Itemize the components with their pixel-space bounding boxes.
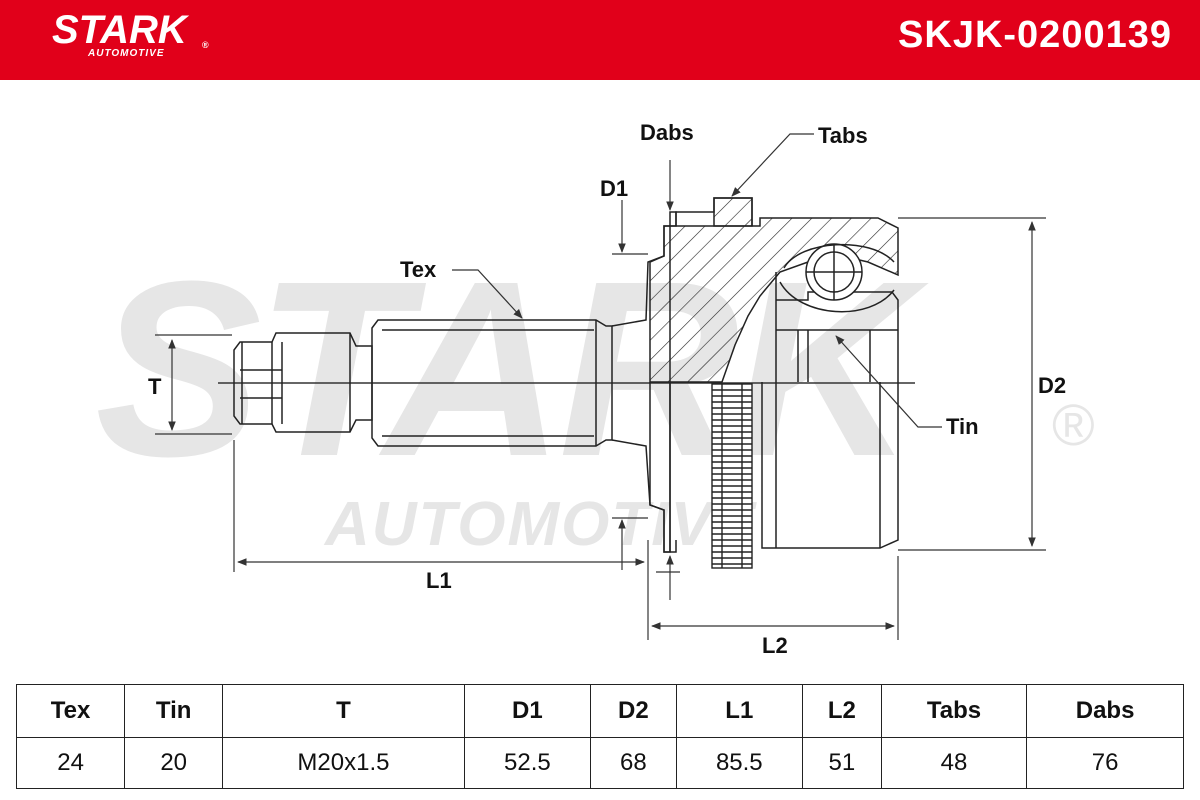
specs-header-cell: D1	[463, 684, 592, 738]
specs-value-cell: 20	[124, 737, 224, 789]
label-t: T	[148, 374, 162, 399]
abs-tone-ring	[711, 383, 753, 569]
label-tabs: Tabs	[818, 123, 868, 148]
specs-header-cell: Tex	[15, 684, 126, 738]
shaft-tip	[233, 332, 373, 433]
specs-header-cell: L1	[675, 684, 803, 738]
specs-value-cell: 51	[801, 737, 882, 789]
specs-header-cell: Tin	[124, 684, 224, 738]
specs-header-row: Tex Tin T D1 D2 L1 L2 Tabs Dabs	[15, 684, 1184, 738]
specs-header-cell: T	[222, 684, 465, 738]
specs-value-cell: 48	[880, 737, 1028, 789]
specs-value-cell: 24	[15, 737, 126, 789]
specs-header-cell: Dabs	[1026, 684, 1184, 738]
header-bar: STARK ® AUTOMOTIVE SKJK-0200139	[0, 0, 1200, 80]
label-l2: L2	[762, 633, 788, 658]
specs-header-cell: Tabs	[880, 684, 1028, 738]
abs-ring-section	[713, 197, 753, 227]
label-d2: D2	[1038, 373, 1066, 398]
label-tin: Tin	[946, 414, 979, 439]
brand-name: STARK	[52, 8, 187, 52]
label-l1: L1	[426, 568, 452, 593]
brand-subtitle: AUTOMOTIVE	[88, 48, 165, 59]
label-dabs: Dabs	[640, 120, 694, 145]
brand-logo: STARK ® AUTOMOTIVE	[52, 8, 209, 59]
specs-value-cell: M20x1.5	[222, 737, 465, 789]
label-tex: Tex	[400, 257, 437, 282]
specs-table: Tex Tin T D1 D2 L1 L2 Tabs Dabs 24 20 M2…	[15, 684, 1184, 789]
watermark-subtitle: AUTOMOTIVE	[323, 490, 757, 559]
specs-value-row: 24 20 M20x1.5 52.5 68 85.5 51 48 76	[15, 737, 1184, 789]
specs-value-cell: 85.5	[675, 737, 803, 789]
part-number: SKJK-0200139	[898, 14, 1172, 56]
specs-header-cell: D2	[590, 684, 677, 738]
watermark-brand: STARK	[95, 229, 929, 508]
specs-value-cell: 52.5	[463, 737, 592, 789]
dimension-lines	[155, 133, 1046, 640]
specs-header-cell: L2	[801, 684, 882, 738]
technical-drawing: STARK AUTOMOTIVE ®	[95, 120, 1095, 658]
watermark-registered: ®	[1052, 393, 1095, 458]
specs-value-cell: 68	[590, 737, 677, 789]
label-d1: D1	[600, 176, 628, 201]
brand-registered-mark: ®	[202, 40, 209, 50]
watermark: STARK AUTOMOTIVE ®	[95, 229, 1095, 559]
specs-value-cell: 76	[1026, 737, 1184, 789]
housing-lower	[649, 382, 899, 553]
inner-joint	[775, 243, 899, 382]
